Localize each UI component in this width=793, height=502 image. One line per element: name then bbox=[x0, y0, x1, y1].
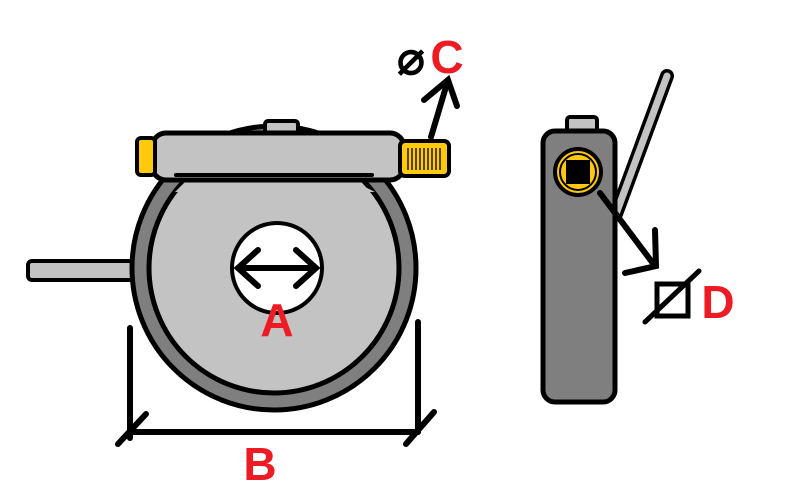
arrow-c bbox=[421, 74, 460, 140]
left-cap bbox=[135, 136, 157, 177]
side-view: D bbox=[540, 69, 735, 405]
diameter-symbol-c: ⌀ bbox=[397, 32, 425, 84]
label-b: B bbox=[243, 438, 276, 490]
double-arrow-icon bbox=[233, 247, 321, 289]
ring-gap bbox=[175, 182, 375, 192]
arrow-d bbox=[597, 190, 660, 276]
square-symbol-d bbox=[642, 268, 702, 325]
top-bar bbox=[149, 130, 407, 183]
label-c: C bbox=[430, 31, 463, 83]
lever bbox=[612, 72, 671, 218]
square-drive bbox=[566, 160, 590, 184]
dimension-b bbox=[115, 319, 437, 447]
label-a: A bbox=[260, 294, 293, 346]
handle-arm bbox=[26, 259, 142, 282]
knurled-knob bbox=[398, 139, 451, 178]
side-body bbox=[540, 128, 618, 405]
label-d: D bbox=[701, 276, 734, 328]
front-view: A B ⌀ C bbox=[26, 31, 464, 490]
socket-ring bbox=[559, 153, 597, 191]
